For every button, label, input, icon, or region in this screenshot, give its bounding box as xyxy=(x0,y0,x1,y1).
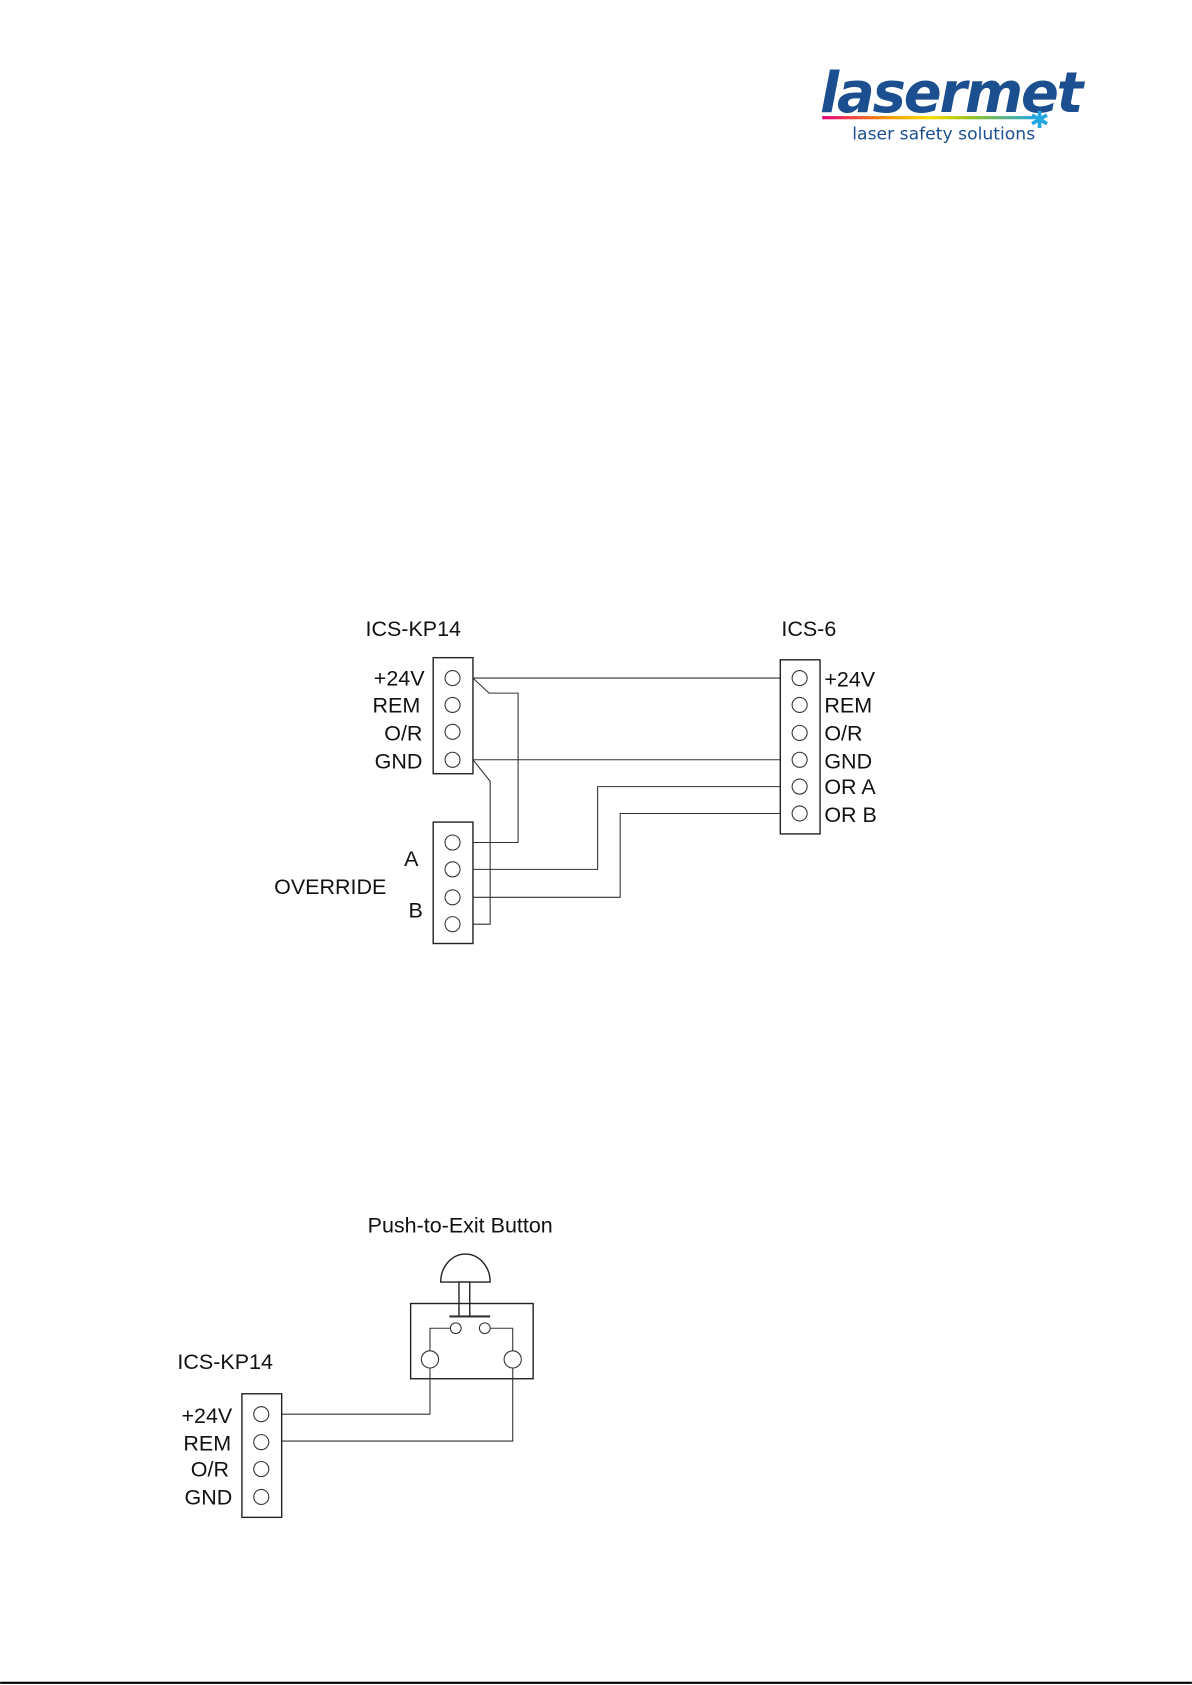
terminal-label: +24V xyxy=(374,667,425,691)
terminal-label: REM xyxy=(373,693,421,717)
wire-or-a xyxy=(472,786,781,870)
button-title: Push-to-Exit Button xyxy=(368,1214,553,1238)
wire-24v-button xyxy=(281,1367,431,1415)
terminal xyxy=(791,805,808,822)
terminal xyxy=(253,1434,270,1451)
logo-tagline: laser safety solutions xyxy=(852,125,1035,145)
terminal xyxy=(444,696,461,714)
terminal xyxy=(444,834,461,851)
terminal-label: REM xyxy=(183,1432,231,1456)
terminal-label: OR A xyxy=(824,775,876,799)
terminal xyxy=(253,1406,270,1423)
wiring-diagram-override: ICS-KP14 ICS-6 +24V REM O/R GND +24V REM… xyxy=(274,617,877,945)
override-a-label: A xyxy=(404,847,419,871)
terminal xyxy=(791,670,808,687)
terminal xyxy=(444,916,461,933)
terminal-label: O/R xyxy=(824,721,862,745)
logo-rainbow-bar xyxy=(822,116,1035,120)
wire-rem-button xyxy=(281,1367,514,1442)
terminal-label: REM xyxy=(824,693,872,717)
lasermet-logo: lasermet ✱ laser safety solutions xyxy=(820,61,1088,145)
terminal-label: O/R xyxy=(384,721,422,745)
terminal-label: GND xyxy=(824,749,872,773)
wire-gnd-override xyxy=(472,759,491,925)
terminal xyxy=(791,696,808,714)
terminal xyxy=(253,1460,270,1478)
terminal-label: GND xyxy=(375,749,423,773)
keypad-title: ICS-KP14 xyxy=(365,617,461,641)
terminal-label: OR B xyxy=(824,803,877,827)
terminal-label: +24V xyxy=(181,1404,232,1428)
terminal xyxy=(791,751,808,768)
terminal-label: +24V xyxy=(824,668,875,692)
override-label: OVERRIDE xyxy=(274,875,386,899)
keypad-title: ICS-KP14 xyxy=(177,1350,273,1374)
override-b-label: B xyxy=(408,899,422,923)
wiring-diagram-push-to-exit: Push-to-Exit Button ICS-KP14 +24V REM O/… xyxy=(177,1214,553,1519)
controller-title: ICS-6 xyxy=(781,617,836,641)
terminal xyxy=(444,751,461,768)
terminal xyxy=(791,724,808,741)
push-button-icon xyxy=(409,1253,534,1380)
terminal xyxy=(791,778,808,795)
terminal-label: O/R xyxy=(191,1458,229,1482)
terminal xyxy=(444,670,461,687)
logo-brand: lasermet xyxy=(820,61,1086,126)
wire-24v-override-a xyxy=(472,677,519,844)
wire-or-b xyxy=(472,812,781,898)
terminal xyxy=(444,723,461,740)
terminal xyxy=(253,1488,270,1506)
terminal-label: GND xyxy=(184,1485,232,1509)
asterisk-icon: ✱ xyxy=(1030,106,1050,134)
terminal xyxy=(444,889,461,906)
controller-terminal-block xyxy=(779,659,821,835)
terminal xyxy=(444,861,461,878)
